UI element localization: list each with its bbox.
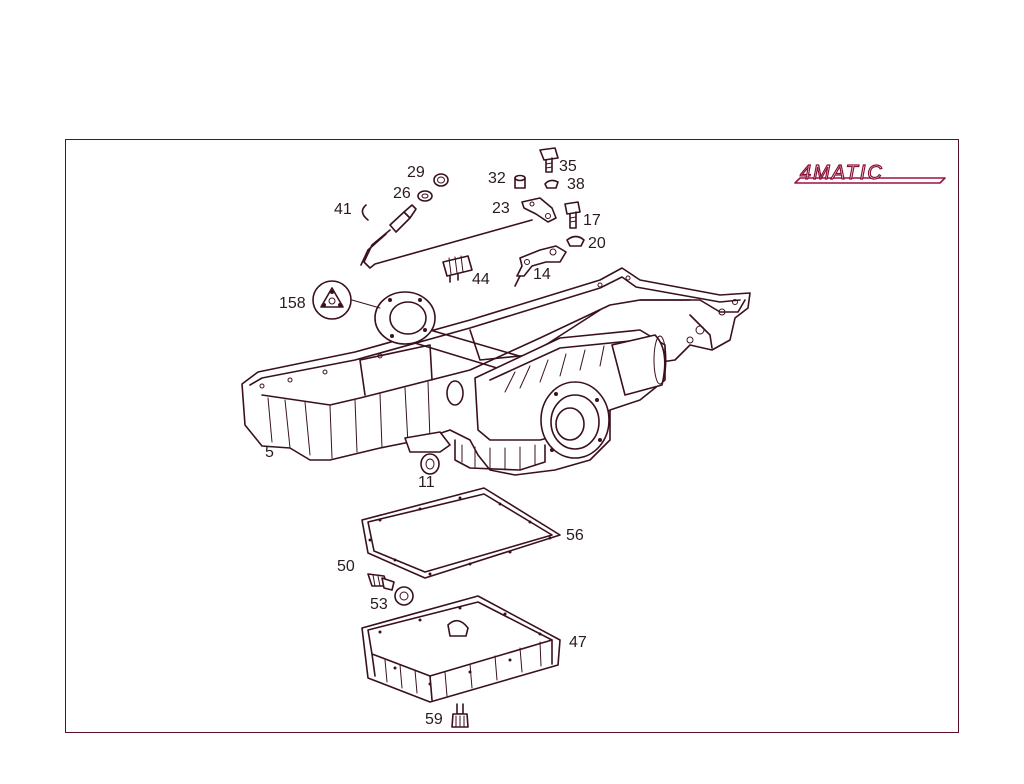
label-26: 26 [393,185,411,202]
part-53-seal [394,586,414,606]
label-29: 29 [407,164,425,181]
part-59-bolt [451,703,469,728]
part-11-plug [420,453,440,475]
label-41: 41 [334,201,352,218]
label-59: 59 [425,711,443,728]
label-20: 20 [588,235,606,252]
label-14: 14 [533,266,551,283]
part-17-bolt [564,201,581,229]
label-11: 11 [418,474,435,491]
label-44: 44 [472,271,490,288]
part-20-washer [566,235,585,247]
part-41-sensor [360,173,533,269]
label-17: 17 [583,212,601,229]
part-47-oil-pan [361,595,561,703]
label-38: 38 [567,176,585,193]
label-32: 32 [488,170,506,187]
label-5: 5 [265,444,274,461]
part-14-lever [514,245,567,287]
part-56-gasket [361,487,561,579]
emblem-text: 4MATIC [800,162,884,184]
4matic-emblem: 4MATIC [794,161,946,185]
part-5-housing [241,267,751,476]
label-47: 47 [569,634,587,651]
label-158: 158 [279,295,306,312]
diagram-frame [65,139,959,733]
label-23: 23 [492,200,510,217]
part-158-cover [312,280,381,320]
part-23-bracket [521,197,557,223]
part-32-35-38-fasteners [514,147,559,189]
label-53: 53 [370,596,388,613]
label-35: 35 [559,158,577,175]
part-44-connector [442,255,473,283]
label-50: 50 [337,558,355,575]
label-56: 56 [566,527,584,544]
part-50-drain-plug [367,573,395,591]
